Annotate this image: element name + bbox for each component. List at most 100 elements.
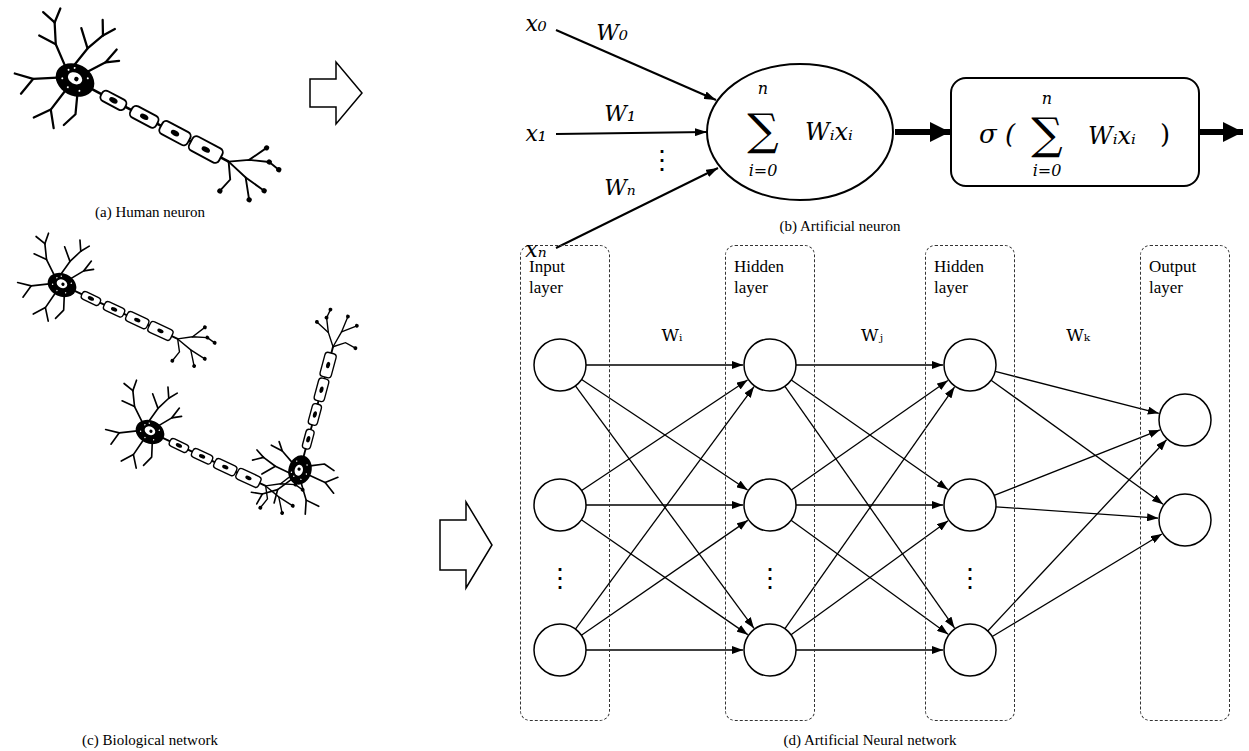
- soma-speckle: [144, 424, 146, 426]
- soma-speckle: [296, 460, 298, 462]
- weight-link: [996, 507, 1158, 518]
- synaptic-knob: [263, 144, 270, 151]
- dendrite: [148, 394, 163, 409]
- soma: [50, 57, 101, 104]
- myelin-sheath: [187, 135, 224, 165]
- soma-speckle: [66, 86, 69, 89]
- schwann-nucleus: [312, 411, 317, 418]
- myelin-sheath: [308, 403, 323, 426]
- soma-speckle: [60, 275, 62, 277]
- synaptic-knob: [275, 166, 282, 173]
- dendrite: [44, 110, 61, 129]
- weight-link: [796, 364, 943, 365]
- dendrite: [35, 236, 46, 243]
- neuron-circle: [1159, 394, 1211, 446]
- synaptic-knob: [355, 323, 360, 328]
- axon-terminal: [342, 322, 357, 335]
- axon-terminal: [333, 340, 356, 353]
- dendrite: [76, 240, 85, 251]
- figure-caption: (a) Human neuron: [95, 205, 205, 220]
- synaptic-knob: [216, 187, 223, 194]
- dendrite: [103, 25, 115, 38]
- soma-speckle: [153, 439, 155, 441]
- soma: [44, 268, 81, 301]
- neuron-illustration: [6, 223, 232, 390]
- weight-symbol: Wₖ: [1064, 327, 1092, 344]
- dendrite: [106, 48, 117, 64]
- neuron-illustration: [0, 0, 304, 232]
- dendrite: [122, 401, 134, 407]
- nucleolus: [73, 76, 79, 82]
- dendrite: [121, 436, 143, 466]
- weight-link: [575, 387, 754, 629]
- nucleolus: [149, 429, 153, 433]
- ellipse-outline: [705, 62, 895, 202]
- soma-speckle: [293, 475, 295, 477]
- dendrite: [310, 461, 335, 473]
- soma-speckle: [73, 67, 76, 70]
- dendrite: [262, 463, 275, 476]
- myelin-sheath: [313, 377, 329, 402]
- synaptic-knob: [346, 314, 351, 319]
- dendrite: [275, 442, 296, 462]
- soma-speckle: [70, 282, 72, 284]
- nucleus: [143, 425, 156, 437]
- synaptic-knob: [353, 346, 358, 351]
- neuron-circle: [944, 479, 996, 531]
- input-symbol: xₙ: [525, 239, 546, 261]
- synaptic-knob: [258, 505, 263, 510]
- synaptic-knob: [328, 307, 333, 312]
- soma: [132, 415, 169, 448]
- schwann-nucleus: [108, 96, 118, 105]
- ellipse-outline: [707, 64, 893, 200]
- hollow-arrow: [310, 62, 362, 124]
- schwann-nucleus: [110, 306, 118, 312]
- dendrite: [256, 450, 265, 457]
- nucleolus: [61, 282, 65, 286]
- axon-terminal: [193, 324, 205, 339]
- myelin-sheath: [158, 119, 193, 146]
- myelin-sheath: [319, 352, 337, 379]
- axon: [88, 87, 228, 162]
- schwann-nucleus: [221, 464, 229, 470]
- nucleus: [55, 278, 68, 290]
- neuron-circle: [944, 339, 996, 391]
- soma-speckle: [148, 422, 150, 424]
- layer-box: Input layer: [520, 245, 610, 721]
- dendrite: [21, 77, 33, 95]
- myelin-sheath: [190, 448, 213, 466]
- layer-label: Output layer: [1149, 256, 1219, 299]
- weight-link: [582, 379, 748, 490]
- layer-box: Hidden layer: [725, 245, 815, 721]
- dendrite: [261, 457, 291, 472]
- weight-link: [582, 380, 748, 491]
- synaptic-knob: [170, 358, 175, 363]
- dendrite: [74, 28, 94, 48]
- weight-link: [785, 386, 955, 628]
- dendrite: [61, 248, 81, 277]
- figure-caption: (b) Artificial neuron: [780, 219, 901, 234]
- dendrite: [172, 407, 180, 419]
- dendrite: [294, 483, 313, 514]
- weight-link: [581, 520, 747, 635]
- synaptic-knob: [202, 356, 207, 361]
- weight-link: [995, 371, 1159, 413]
- dendrite: [41, 12, 56, 22]
- soma-speckle: [140, 430, 142, 432]
- output-arrow: [1200, 129, 1243, 135]
- soma-speckle: [65, 292, 67, 294]
- schwann-nucleus: [87, 295, 95, 301]
- dendrite: [123, 383, 134, 390]
- soma-speckle: [291, 471, 293, 473]
- weight-symbol: Wⱼ: [859, 327, 885, 344]
- neuron-circle: [1159, 494, 1211, 546]
- soma-speckle: [305, 473, 307, 475]
- dendrite: [18, 272, 50, 295]
- input-arrow: [556, 132, 707, 134]
- dendrite: [251, 491, 262, 495]
- formula-term: n: [1042, 91, 1052, 107]
- dendrite: [44, 233, 50, 243]
- input-symbol: x₀: [525, 13, 546, 35]
- summation-ellipse: n∑i=0Wᵢxᵢ: [705, 62, 895, 202]
- dendrite: [106, 419, 138, 442]
